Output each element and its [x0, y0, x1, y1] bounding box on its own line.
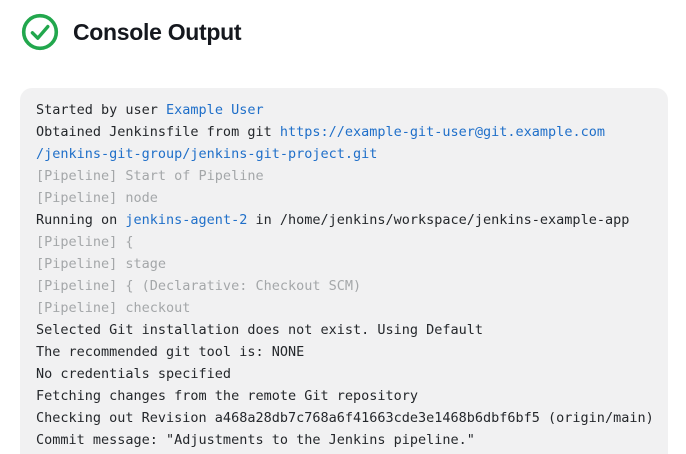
- console-text: Commit message: "Adjustments to the Jenk…: [36, 432, 475, 448]
- console-line: [Pipeline] { (Declarative: Checkout SCM): [36, 275, 652, 297]
- console-text: [Pipeline] checkout: [36, 300, 191, 316]
- console-text: in /home/jenkins/workspace/jenkins-examp…: [247, 212, 630, 228]
- console-line: [Pipeline] node: [36, 187, 652, 209]
- page-title: Console Output: [73, 18, 242, 45]
- console-text: Running on: [36, 212, 126, 228]
- console-line: /jenkins-git-group/jenkins-git-project.g…: [36, 143, 652, 165]
- console-line: Running on jenkins-agent-2 in /home/jenk…: [36, 209, 652, 231]
- console-text: Checking out Revision a468a28db7c768a6f4…: [36, 410, 654, 426]
- console-line: [Pipeline] Start of Pipeline: [36, 165, 652, 187]
- console-text: [Pipeline] { (Declarative: Checkout SCM): [36, 278, 362, 294]
- console-line: Obtained Jenkinsfile from git https://ex…: [36, 121, 652, 143]
- check-circle-icon: [21, 13, 59, 51]
- console-link[interactable]: /jenkins-git-group/jenkins-git-project.g…: [36, 146, 378, 162]
- console-line: Commit message: "Adjustments to the Jenk…: [36, 429, 652, 451]
- console-link[interactable]: https://example-git-user@git.example.com: [279, 124, 605, 140]
- console-line: Started by user Example User: [36, 99, 652, 121]
- console-text: Selected Git installation does not exist…: [36, 322, 484, 338]
- console-text: Started by user: [36, 102, 167, 118]
- console-link[interactable]: Example User: [166, 102, 264, 118]
- console-text: No credentials specified: [36, 366, 232, 382]
- console-line: [Pipeline] checkout: [36, 297, 652, 319]
- console-line: The recommended git tool is: NONE: [36, 341, 652, 363]
- console-line: Selected Git installation does not exist…: [36, 319, 652, 341]
- console-text: Fetching changes from the remote Git rep…: [36, 388, 419, 404]
- console-text: [Pipeline] stage: [36, 256, 167, 272]
- console-link[interactable]: jenkins-agent-2: [125, 212, 248, 228]
- console-line: [Pipeline] stage: [36, 253, 652, 275]
- console-text: Obtained Jenkinsfile from git: [36, 124, 280, 140]
- console-line: Checking out Revision a468a28db7c768a6f4…: [36, 407, 654, 429]
- console-line: No credentials specified: [36, 363, 652, 385]
- console-text: [Pipeline] {: [36, 234, 134, 250]
- console-line: Fetching changes from the remote Git rep…: [36, 385, 652, 407]
- console-text: [Pipeline] node: [36, 190, 158, 206]
- console-line: [Pipeline] {: [36, 231, 652, 253]
- console-text: [Pipeline] Start of Pipeline: [36, 168, 264, 184]
- console-text: The recommended git tool is: NONE: [36, 344, 305, 360]
- page-header: Console Output: [20, 12, 242, 52]
